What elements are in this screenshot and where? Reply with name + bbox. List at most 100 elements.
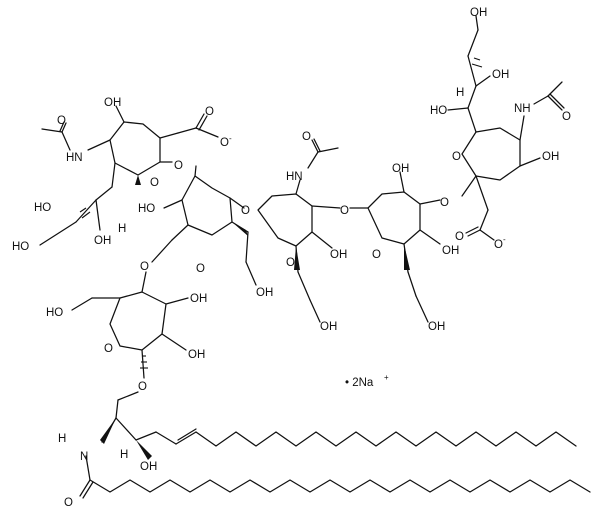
label-counter-ion-charge: + [384, 373, 389, 382]
bond-left-glycerol-1 [111, 162, 116, 188]
label-left-carboxyl-o-minus: O [220, 137, 229, 149]
label-cer-amide-o: O [64, 497, 73, 509]
label-left-glycerol-ho-2: HO [12, 241, 29, 253]
glucose-ring [109, 291, 167, 351]
bond-gal-4-o [229, 197, 245, 209]
bond-glc-3oh [165, 297, 189, 305]
label-right-glycerol-oh-2: OH [492, 69, 509, 81]
label-left-glycerol-h: H [118, 223, 126, 235]
atom-labels: OH HN O O O O O - HO HO OH H HO O O OH O… [12, 7, 571, 509]
bond-cer-c3-c4 [135, 431, 157, 441]
label-gal2-2oh: OH [392, 163, 409, 175]
bond-glc-1 [141, 349, 145, 379]
label-cer-h: H [58, 433, 66, 445]
label-gal-6oh: OH [256, 287, 273, 299]
bond-glc-1-o-ch2 [117, 391, 139, 401]
label-left-sialic-4oh: OH [104, 97, 121, 109]
wedge-left-sialic [135, 175, 141, 185]
bond-right-acetyl-methyl [547, 81, 563, 97]
bond-right-glycerol-oh1 [447, 107, 469, 111]
bond-right-carboxyl-c [479, 209, 489, 231]
label-gal-glyco-o: O [241, 205, 250, 217]
bond-gal2-2oh [399, 171, 405, 193]
bond-right-glycerol-4 [467, 29, 479, 57]
sphingosine-chain [195, 431, 577, 447]
label-left-sialic-ring-o: O [150, 177, 159, 189]
bond-right-glycerol-oh3 [475, 15, 479, 31]
label-cer-n: N [80, 451, 88, 463]
label-gal2-ring-o: O [372, 249, 381, 261]
bond-left-carboxyl-c [177, 127, 197, 134]
label-left-carboxyl-charge: - [229, 134, 232, 143]
bond-gal-glc-link [151, 239, 173, 263]
label-gal2-glyco-o: O [440, 197, 449, 209]
hash-right-glycerol-2 [471, 63, 483, 68]
wedge-gal-c6 [232, 222, 248, 236]
bond-gal2-3-o [419, 199, 441, 205]
label-galnac-6oh: OH [320, 321, 337, 333]
bond-right-sialic-c2-o [461, 175, 477, 197]
right-sialic-ring [461, 127, 521, 181]
label-gal-ho: HO [138, 203, 155, 215]
bond-glc-6oh [71, 297, 93, 311]
bond-left-acetyl-methyl [41, 128, 63, 133]
bond-gal-o3 [194, 165, 197, 177]
bond-glc-4-o [141, 271, 147, 293]
bond-left-carboxyl-co-double [198, 115, 208, 131]
label-right-carboxyl-charge: - [503, 235, 506, 244]
wedge-gal2-c6 [404, 244, 410, 270]
bond-cer-c4-c5 [155, 431, 177, 445]
galactose-right-ring [367, 191, 421, 245]
label-right-glycerol-ho-1: HO [430, 105, 447, 117]
bond-cer-c2-c3 [115, 417, 137, 441]
galnac-ring [257, 193, 313, 247]
bond-left-glycerol-3 [75, 199, 97, 223]
bond-right-acetamide-n-c [533, 95, 549, 105]
bond-left-acetyl-co-double [59, 121, 65, 132]
bond-galnac-6oh [309, 299, 321, 323]
bond-left-glycerol-2 [95, 186, 113, 201]
label-cer-h2: H [120, 449, 128, 461]
hash-right-glycerol-1 [473, 57, 481, 61]
bond-left-carboxyl-co [195, 113, 205, 129]
label-gal2-4oh: OH [442, 245, 459, 257]
fatty-acid-chain [89, 479, 591, 493]
bond-galnac-acetyl-methyl [317, 147, 339, 153]
wedge-galnac-c6 [294, 246, 300, 270]
wedge-cer-oh [136, 440, 152, 460]
bond-cer-c1 [115, 399, 119, 419]
label-left-sialic-glyco-o: O [174, 160, 183, 172]
bond-right-sialic-c2-cooh [475, 175, 489, 211]
bond-right-sialic-5n [519, 115, 525, 141]
bond-gal2-4oh [419, 229, 441, 245]
label-gal2-6oh: OH [428, 321, 445, 333]
label-left-acetyl-o: O [57, 115, 66, 127]
label-left-sialic-hn: HN [66, 152, 83, 164]
bond-right-glycerol-2 [467, 85, 477, 109]
bond-left-glycerol-4 [39, 221, 77, 246]
bond-gal2-c6 [407, 271, 417, 297]
bond-right-glycerol-oh2 [475, 75, 491, 87]
label-galnac-4oh: OH [330, 249, 347, 261]
label-right-sialic-4oh: OH [542, 151, 559, 163]
bond-galnac-2n [295, 179, 301, 195]
label-glc-ring-o: O [104, 343, 113, 355]
bond-right-carboxyl-co-double [465, 226, 479, 234]
hash-left-glycerol-1 [79, 207, 87, 213]
bond-left-sialic-c2-cooh [159, 132, 179, 139]
bond-gal-c6 [245, 231, 249, 263]
bond-galnac-acetyl-co [311, 139, 319, 153]
bond-galnac-4oh [311, 231, 333, 249]
bond-galnac-3-o [311, 205, 341, 209]
bond-right-acetyl-co-double [549, 93, 565, 109]
bond-right-glycerol-1 [467, 107, 477, 133]
label-galnac-acetyl-o: O [302, 131, 311, 143]
stereo-bonds [79, 57, 483, 460]
bond-cer-alkene [175, 431, 197, 445]
bond-right-glycerol-3 [467, 55, 477, 87]
bond-glc-2oh [161, 333, 187, 351]
label-cer-oh: OH [140, 461, 157, 473]
label-right-glycerol-oh-3: OH [470, 7, 487, 19]
bond-network [39, 15, 591, 499]
